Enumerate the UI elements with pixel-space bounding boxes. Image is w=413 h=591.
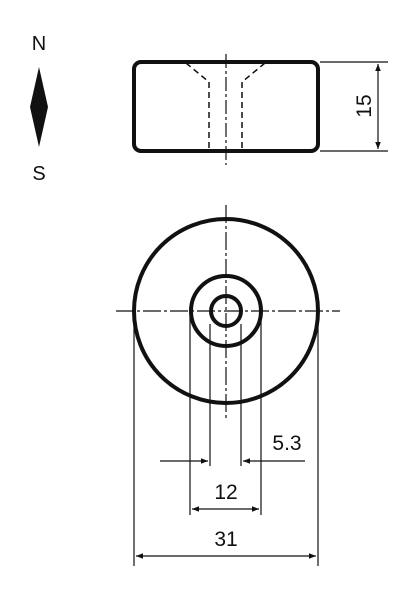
- outer-diameter-dimension-label: 31: [214, 528, 237, 551]
- bore-dimension-label: 5.3: [272, 432, 301, 455]
- height-dimension-label: 15: [353, 94, 376, 117]
- polarity-indicator: N S: [30, 33, 48, 185]
- compass-diamond-icon: [30, 67, 48, 147]
- north-pole-label: N: [32, 33, 46, 55]
- countersink-dimension-label: 12: [214, 481, 237, 504]
- top-view: 5.3 12 31: [116, 205, 340, 566]
- south-pole-label: S: [32, 163, 45, 185]
- countersink-hidden-line-left: [185, 62, 210, 83]
- countersink-hidden-line-right: [241, 62, 266, 83]
- side-view: 15: [132, 54, 388, 165]
